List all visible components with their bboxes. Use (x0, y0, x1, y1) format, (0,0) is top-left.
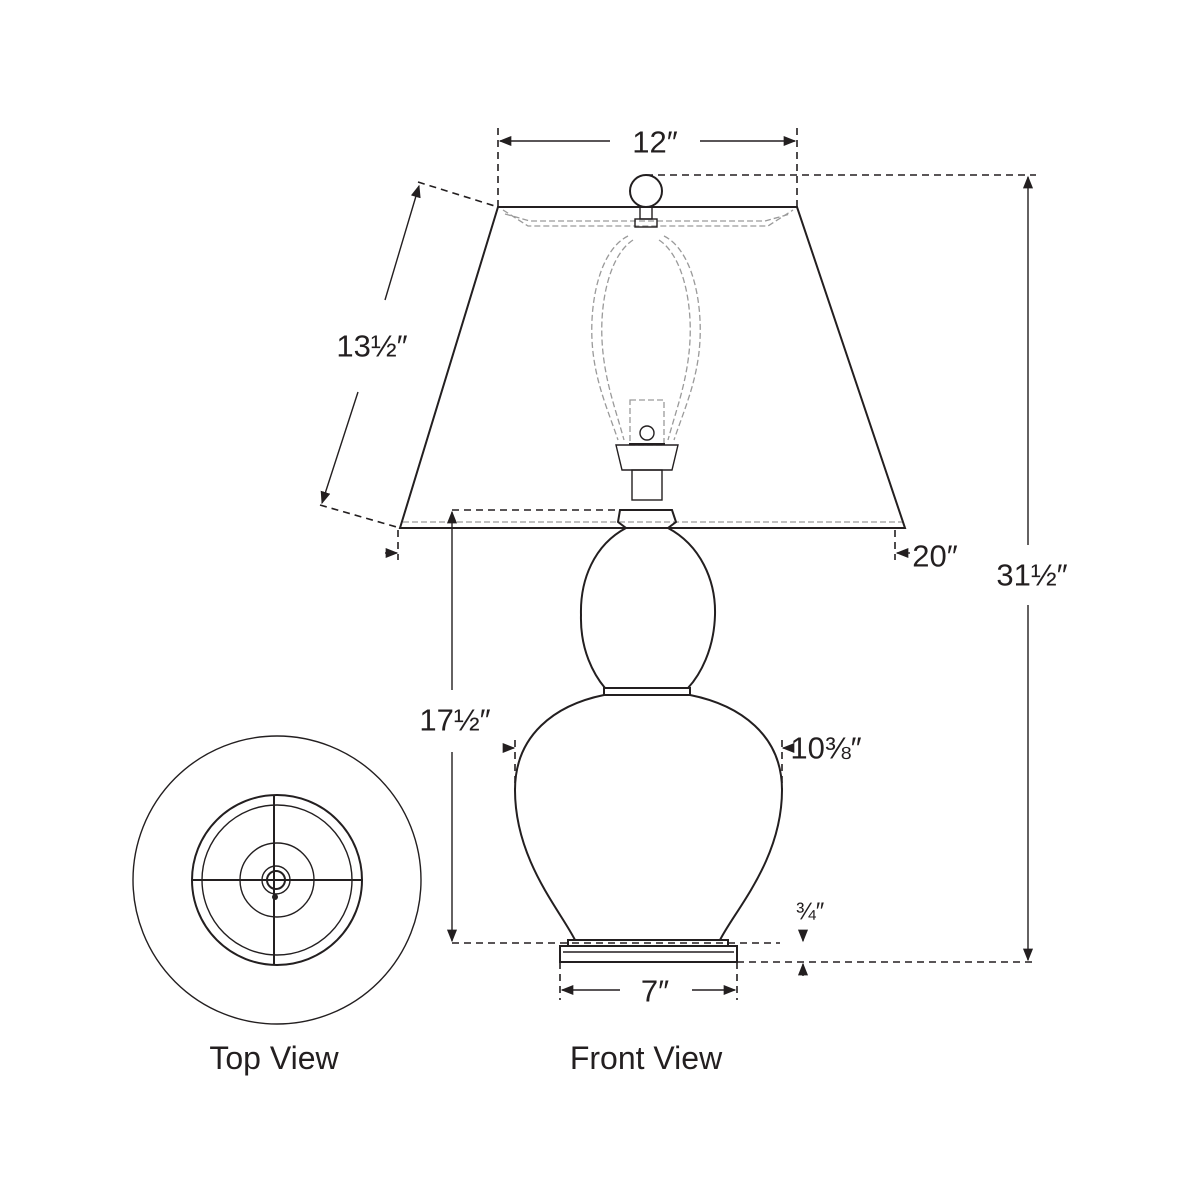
overall-height-label: 31½″ (993, 559, 1071, 591)
body-width-label: 10⅜″ (790, 730, 862, 766)
shade-bottom-width-label: 20″ (912, 538, 958, 574)
finial (629, 174, 663, 228)
harp-and-socket (591, 235, 701, 501)
lamp-shade (398, 206, 907, 529)
base-to-shade-height-label: 17½″ (416, 704, 494, 736)
shade-top-width-label: 12″ (629, 126, 681, 158)
lamp-body (513, 509, 784, 963)
top-view-caption: Top View (209, 1040, 339, 1076)
plinth-height-label: ¾″ (795, 898, 825, 925)
front-view-caption: Front View (569, 1040, 723, 1076)
top-view-drawing (132, 735, 422, 1025)
shade-slant-height-label: 13½″ (336, 328, 408, 364)
dimension-lines (319, 128, 1036, 1000)
base-width-label: 7″ (637, 975, 673, 1007)
